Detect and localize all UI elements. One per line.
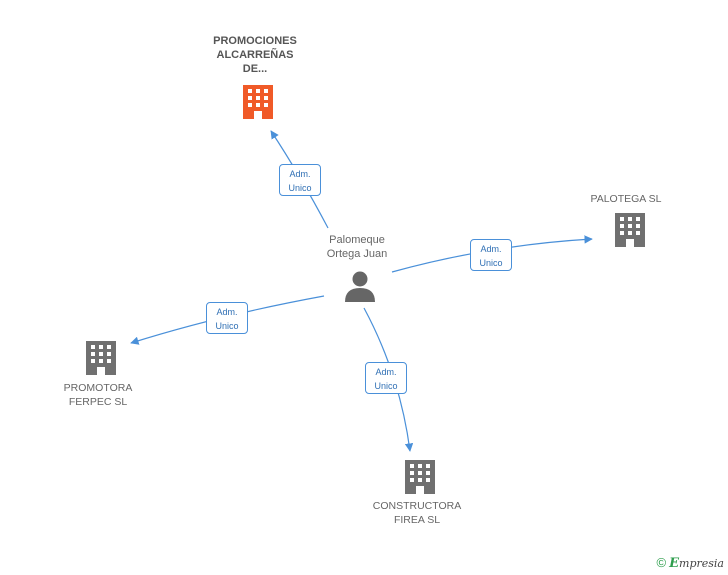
role-line: Unico [215,321,239,331]
building-icon-promotora[interactable] [86,341,116,375]
role-line: Adm. [216,307,238,317]
person-label[interactable]: Palomeque Ortega Juan [287,233,427,261]
footer-brand[interactable]: ©Empresia [657,555,724,571]
company-label-line: ALCARREÑAS [216,49,294,61]
building-icon-constructora[interactable] [405,460,435,494]
role-line: Adm. [480,244,502,254]
person-label-line: Ortega Juan [326,248,388,260]
person-icon[interactable] [345,271,375,303]
role-line: Unico [479,258,503,268]
copyright-icon: © [656,555,667,570]
role-line: Unico [374,381,398,391]
company-label-constructora[interactable]: CONSTRUCTORA FIREA SL [347,499,487,527]
company-label-line: DE... [242,63,268,75]
edge-role-label-constructora: Adm. Unico [365,362,407,394]
role-line: Adm. [375,367,397,377]
company-label-palotega[interactable]: PALOTEGA SL [556,192,696,206]
company-label-line: FIREA SL [393,514,441,526]
company-label-promotora[interactable]: PROMOTORA FERPEC SL [28,381,168,409]
company-label-promociones[interactable]: PROMOCIONES ALCARREÑAS DE... [185,34,325,76]
role-line: Unico [288,183,312,193]
edge-role-label-promociones: Adm. Unico [279,164,321,196]
company-label-line: PROMOCIONES [213,35,297,47]
company-label-line: PROMOTORA [63,382,133,394]
brand-rest: mpresia [679,557,724,570]
edge-role-label-promotora: Adm. Unico [206,302,248,334]
brand-logo: Empresia [669,556,724,571]
building-icon-palotega[interactable] [615,213,645,247]
edge-role-label-palotega: Adm. Unico [470,239,512,271]
role-line: Adm. [289,169,311,179]
company-label-line: CONSTRUCTORA [372,500,462,512]
building-icon-promociones[interactable] [243,85,273,119]
brand-initial: E [669,556,680,571]
company-label-line: FERPEC SL [68,396,128,408]
company-label-line: PALOTEGA SL [590,193,662,205]
person-label-line: Palomeque [329,234,385,246]
